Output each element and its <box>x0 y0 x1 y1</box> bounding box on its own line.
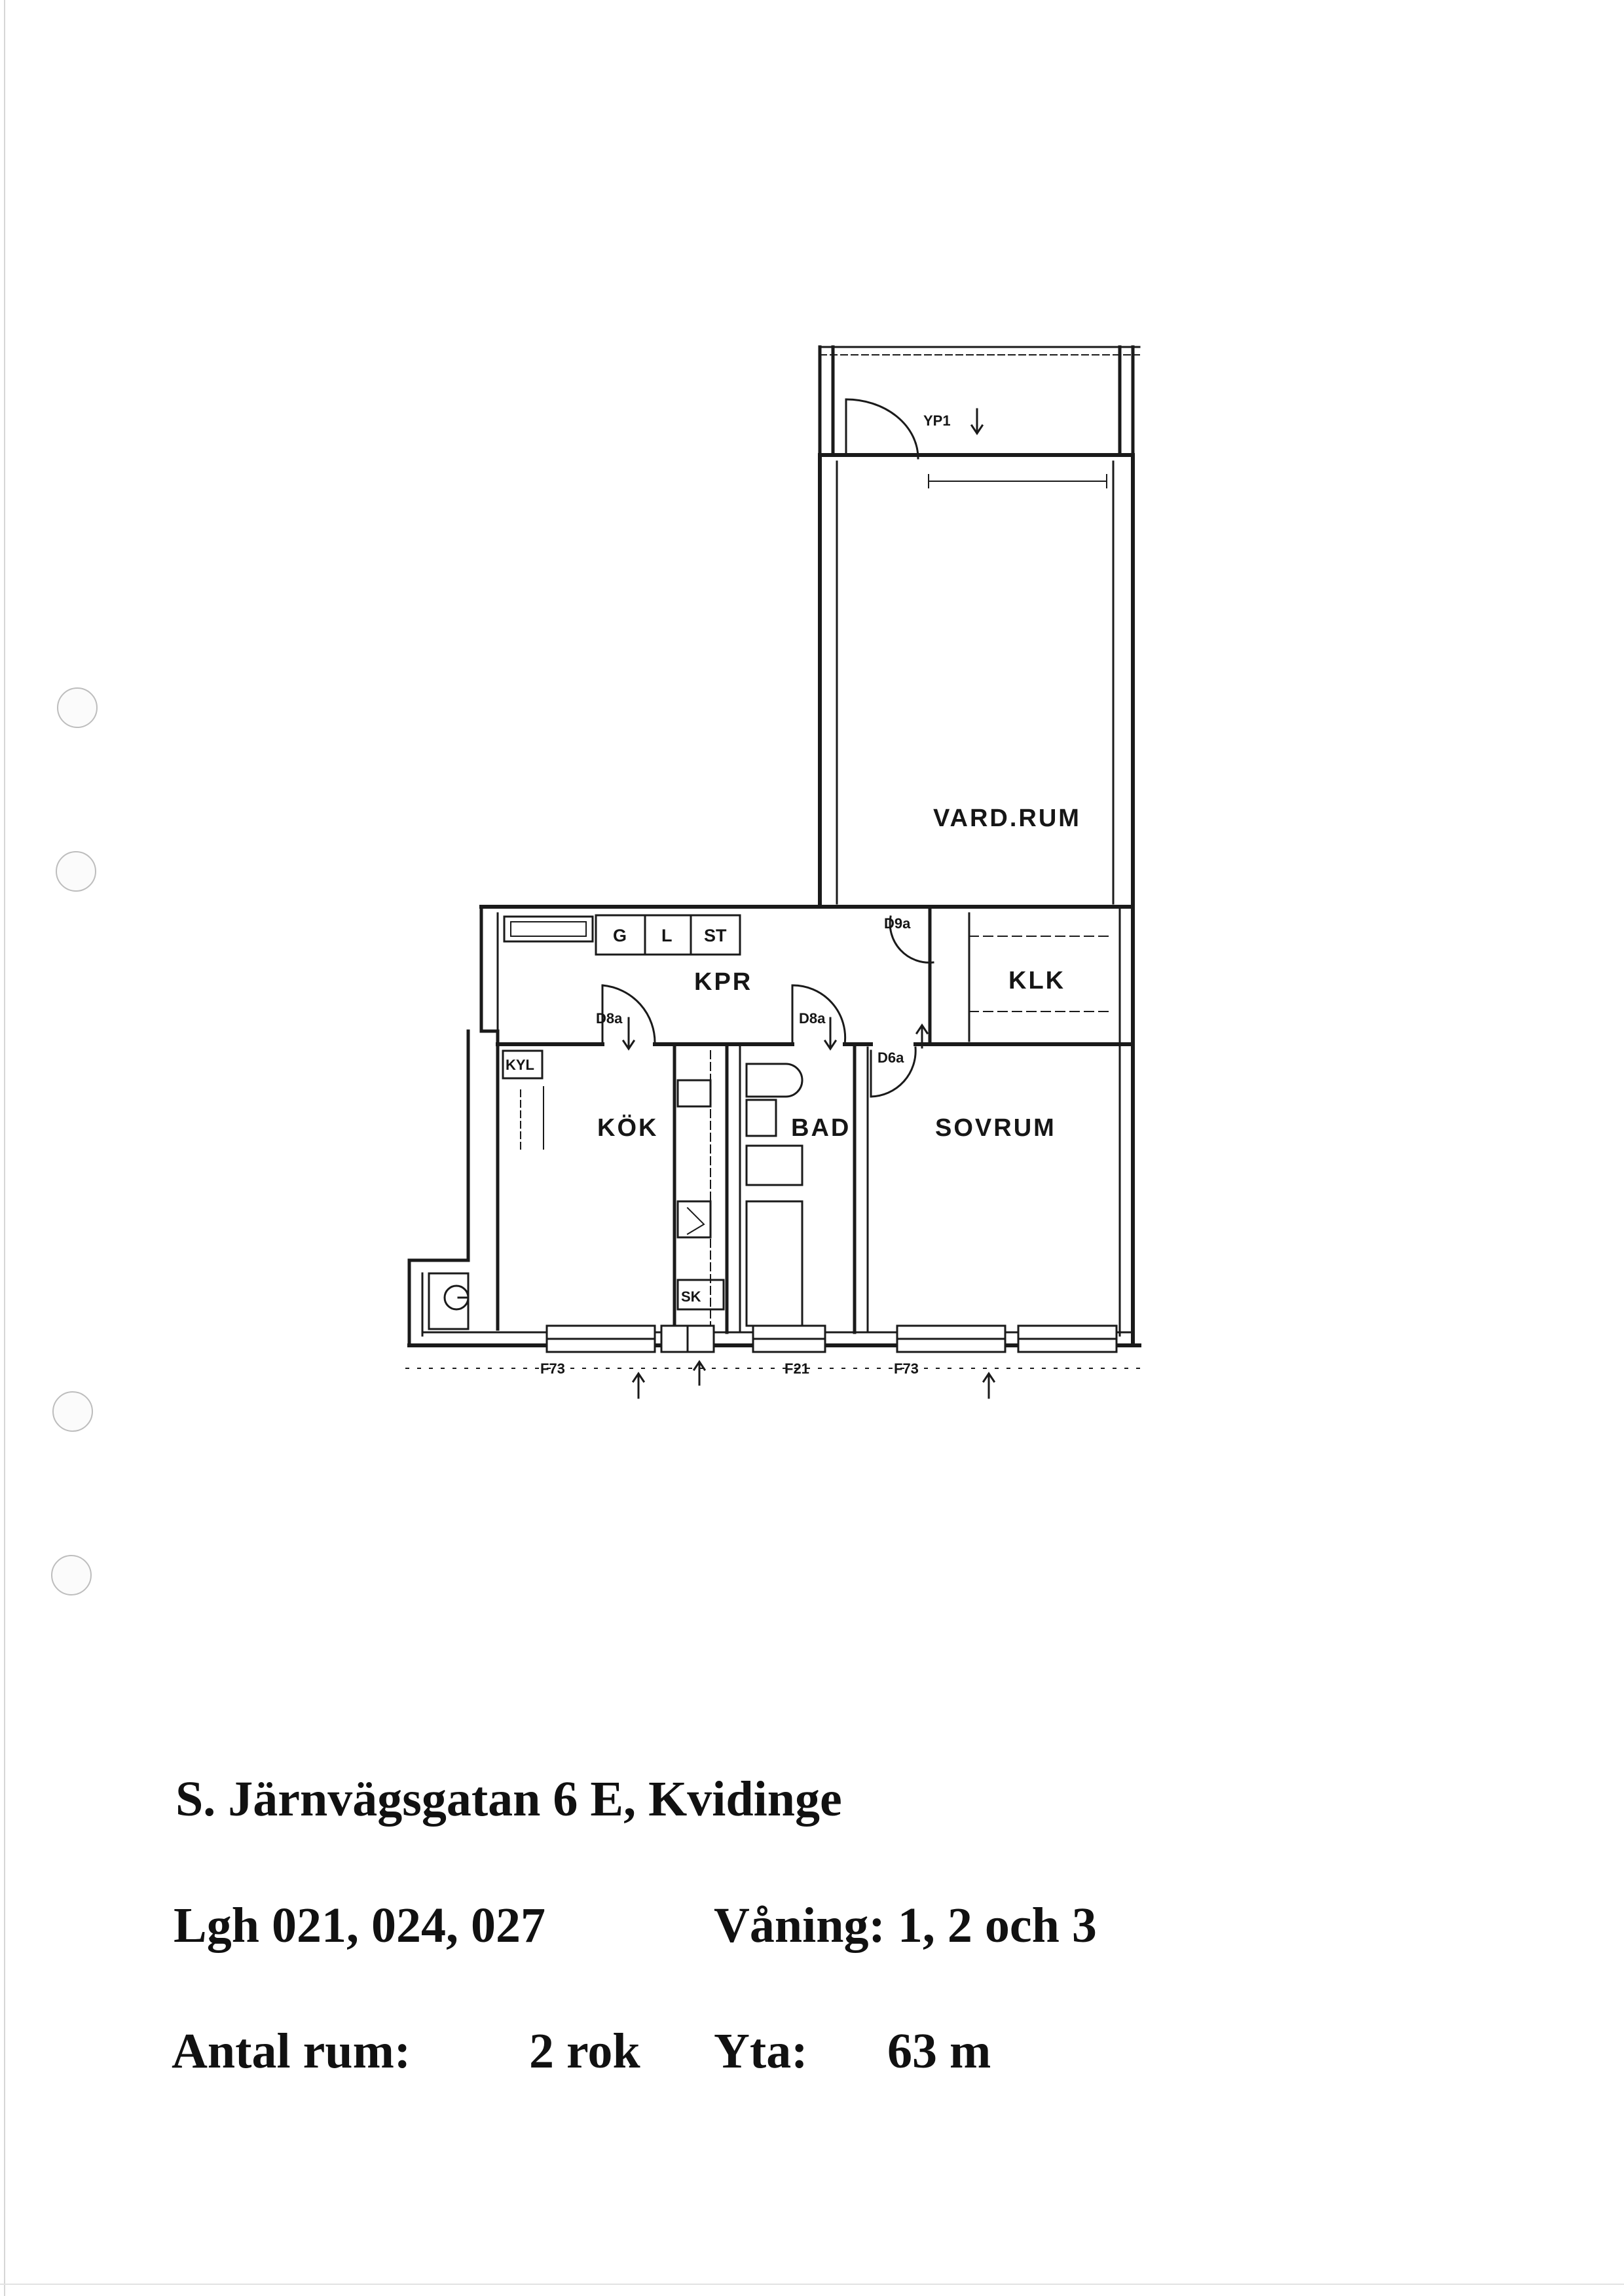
fixture-label-l: L <box>661 926 673 945</box>
address-line: S. Järnvägsgatan 6 E, Kvidinge <box>175 1772 842 1827</box>
interior-walls <box>496 1042 932 1334</box>
room-label-klk: KLK <box>1008 967 1065 994</box>
dimension-lines <box>405 1001 1140 1369</box>
balcony <box>818 345 1141 457</box>
door-label-d8a-kok: D8a <box>596 1010 623 1027</box>
living-room-walls <box>818 453 1135 909</box>
apartments-line: Lgh 021, 024, 027 <box>174 1898 545 1953</box>
room-label-vardrum: VARD.RUM <box>933 805 1081 832</box>
fixture-label-kyl: KYL <box>506 1057 534 1073</box>
area-label: Yta: <box>714 2024 808 2079</box>
rooms-value: 2 rok <box>529 2024 640 2079</box>
door-label-d9a: D9a <box>884 915 911 932</box>
area-value: 63 m <box>887 2024 991 2079</box>
window-label-f73-right: F73 <box>894 1360 919 1377</box>
punch-hole <box>57 687 98 728</box>
page-edge <box>4 0 5 2296</box>
floor-plan: VARD.RUM KLK KPR KÖK BAD SOVRUM G L ST K… <box>405 345 1141 1399</box>
room-label-kpr: KPR <box>694 968 752 996</box>
window-label-f21: F21 <box>784 1360 809 1377</box>
page-edge-bottom <box>0 2284 1624 2285</box>
door-label-yp1: YP1 <box>923 412 951 429</box>
windows <box>545 1324 1118 1353</box>
punch-hole <box>51 1555 92 1595</box>
bathroom-fixtures <box>745 1063 803 1327</box>
kitchen-fixtures <box>502 1049 725 1330</box>
door-swings <box>601 398 934 1098</box>
fixture-label-g: G <box>613 926 627 945</box>
fixture-label-st: ST <box>704 926 727 945</box>
door-label-d8a-bad: D8a <box>799 1010 826 1027</box>
punch-hole <box>52 1391 93 1432</box>
stove-icon <box>428 1272 470 1330</box>
hall-fixtures <box>503 914 741 956</box>
punch-hole <box>56 851 96 892</box>
room-label-sovrum: SOVRUM <box>935 1114 1056 1142</box>
arrows <box>621 408 996 1399</box>
door-label-d6a: D6a <box>877 1049 904 1066</box>
fixture-label-sk: SK <box>681 1288 701 1305</box>
window-label-f73-left: F73 <box>540 1360 565 1377</box>
rooms-label: Antal rum: <box>172 2024 411 2079</box>
closet-walls <box>928 905 1135 1046</box>
floor-line: Våning: 1, 2 och 3 <box>714 1898 1097 1953</box>
room-label-kok: KÖK <box>597 1114 658 1142</box>
room-label-bad: BAD <box>791 1114 851 1142</box>
